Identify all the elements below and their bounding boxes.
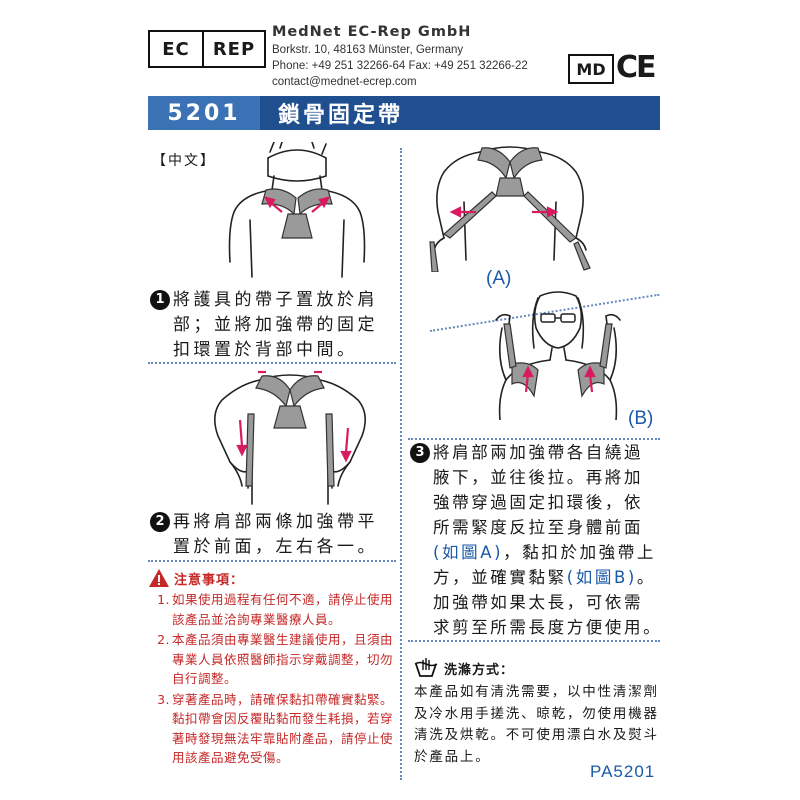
section-divider-3 <box>408 438 660 440</box>
md-symbol: MD <box>568 54 614 84</box>
brace-straps <box>503 323 613 398</box>
language-tag: 【中文】 <box>152 153 216 169</box>
washing-instructions: 本產品如有清洗需要，以中性清潔劑及冷水用手搓洗、晾乾，勿使用機器清洗及烘乾。不可… <box>414 684 659 765</box>
hair-strands <box>269 142 327 155</box>
hands <box>495 313 621 333</box>
warning-heading: 注意事項： <box>148 568 244 588</box>
figure-a-label: (A) <box>486 268 512 289</box>
figure-step2-back-view <box>214 370 366 505</box>
brace-straps <box>245 375 335 487</box>
section-divider-1 <box>148 362 396 364</box>
warning-list: 1.如果使用過程有任何不適，請停止使用該產品並洽詢專業醫療人員。 2.本產品須由… <box>148 590 396 769</box>
section-divider-2 <box>148 560 396 562</box>
ec-rep-symbol: EC REP <box>148 30 266 68</box>
figure-b-label: (B) <box>628 408 654 429</box>
glasses <box>540 313 576 323</box>
product-title: 鎖骨固定帶 <box>278 103 404 128</box>
figure-b-front-view <box>495 291 621 420</box>
company-name: MedNet EC-Rep GmbH <box>272 24 472 40</box>
section-divider-4 <box>408 640 660 642</box>
brace-straps <box>429 147 591 272</box>
brace-straps <box>261 188 333 239</box>
step1-number: 1 <box>150 289 170 310</box>
head-back <box>267 149 327 182</box>
product-number: 5201 <box>148 96 260 130</box>
ce-mark: CE <box>616 50 656 85</box>
figure-step1-back-view <box>228 142 366 278</box>
hand-wash-icon <box>414 658 438 677</box>
warning-item: 3.穿著產品時，請確保黏扣帶確實黏緊。黏扣帶會因反覆貼黏而發生耗損，若穿著時發現… <box>157 691 394 766</box>
ec-label: EC <box>150 32 204 66</box>
step2-number: 2 <box>150 511 170 532</box>
warning-item: 2.本產品須由專業醫生建議使用，且須由專業人員依照醫師指示穿戴調整，切勿自行調整… <box>157 632 394 686</box>
arms <box>498 327 618 381</box>
company-email: contact@mednet-ecrep.com <box>272 76 417 88</box>
column-divider <box>400 148 402 780</box>
product-code: PA5201 <box>590 762 656 781</box>
rep-label: REP <box>212 38 256 60</box>
washing-heading: 洗滌方式： <box>414 658 514 678</box>
figure-a-reference: (如圖A) <box>433 543 504 562</box>
warning-icon <box>149 569 169 587</box>
figure-a-back-view <box>429 146 591 272</box>
head-front <box>533 291 583 349</box>
warning-item: 1.如果使用過程有任何不適，請停止使用該產品並洽詢專業醫療人員。 <box>157 592 394 627</box>
company-address: Borkstr. 10, 48163 Münster, Germany <box>272 44 464 56</box>
step3-number: 3 <box>410 442 430 463</box>
hair <box>531 297 585 349</box>
company-phone: Phone: +49 251 32266-64 Fax: +49 251 322… <box>272 60 528 72</box>
figure-b-reference: (如圖B) <box>566 568 637 587</box>
